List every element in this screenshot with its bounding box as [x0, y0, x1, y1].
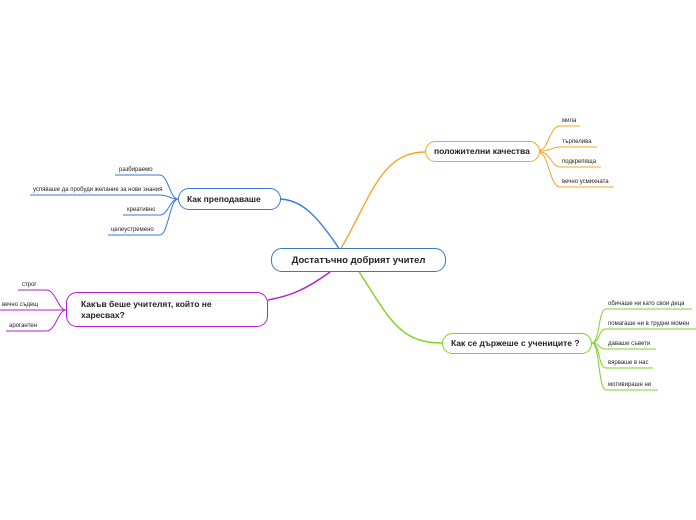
leaf-behavior-1[interactable]: обичаше ни като свои деца	[608, 301, 685, 307]
leaf-positive-2[interactable]: търпелива	[562, 139, 592, 145]
connector-teaching	[279, 198, 341, 251]
leaf-behavior-4[interactable]: вярваше в нас	[608, 360, 649, 366]
leaf-teaching-1[interactable]: разбираемо	[119, 167, 153, 173]
branch-disliked-teacher[interactable]: Какъв беше учителят, който не харесвах?	[66, 292, 268, 327]
branch-how-taught[interactable]: Как преподаваше	[178, 188, 281, 210]
leaf-positive-3[interactable]: подкрепяща	[562, 159, 597, 165]
leaf-behavior-5[interactable]: мотивираше ни	[608, 382, 652, 388]
disliked-leaf-connectors	[0, 289, 67, 332]
leaf-teaching-4[interactable]: целеустремено	[111, 227, 154, 233]
behavior-leaf-connectors	[591, 308, 696, 391]
branch-behavior-with-students[interactable]: Как се държеше с учениците ?	[442, 333, 592, 354]
leaf-behavior-2[interactable]: помагаше ни в трудни момен	[608, 321, 690, 327]
connector-behavior	[357, 269, 443, 344]
leaf-teaching-3[interactable]: креативно	[127, 207, 156, 213]
positive-leaf-connectors	[539, 125, 614, 188]
leaf-positive-4[interactable]: вечно усмихната	[562, 179, 609, 185]
connector-positive	[339, 151, 426, 251]
leaf-disliked-2[interactable]: вечно съдещ	[2, 302, 39, 308]
connector-disliked	[267, 271, 331, 301]
leaf-behavior-3[interactable]: даваше съвети	[608, 341, 651, 347]
leaf-disliked-1[interactable]: строг	[22, 282, 37, 288]
branch-positive-qualities[interactable]: положителни качества	[425, 141, 540, 162]
leaf-teaching-2[interactable]: успяваше да пробуди желание за нови знан…	[33, 187, 163, 193]
teaching-leaf-connectors	[30, 174, 179, 236]
central-topic[interactable]: Достатъчно добрият учител	[271, 248, 446, 272]
leaf-disliked-3[interactable]: арогантен	[9, 323, 38, 329]
leaf-positive-1[interactable]: мила	[562, 118, 577, 124]
